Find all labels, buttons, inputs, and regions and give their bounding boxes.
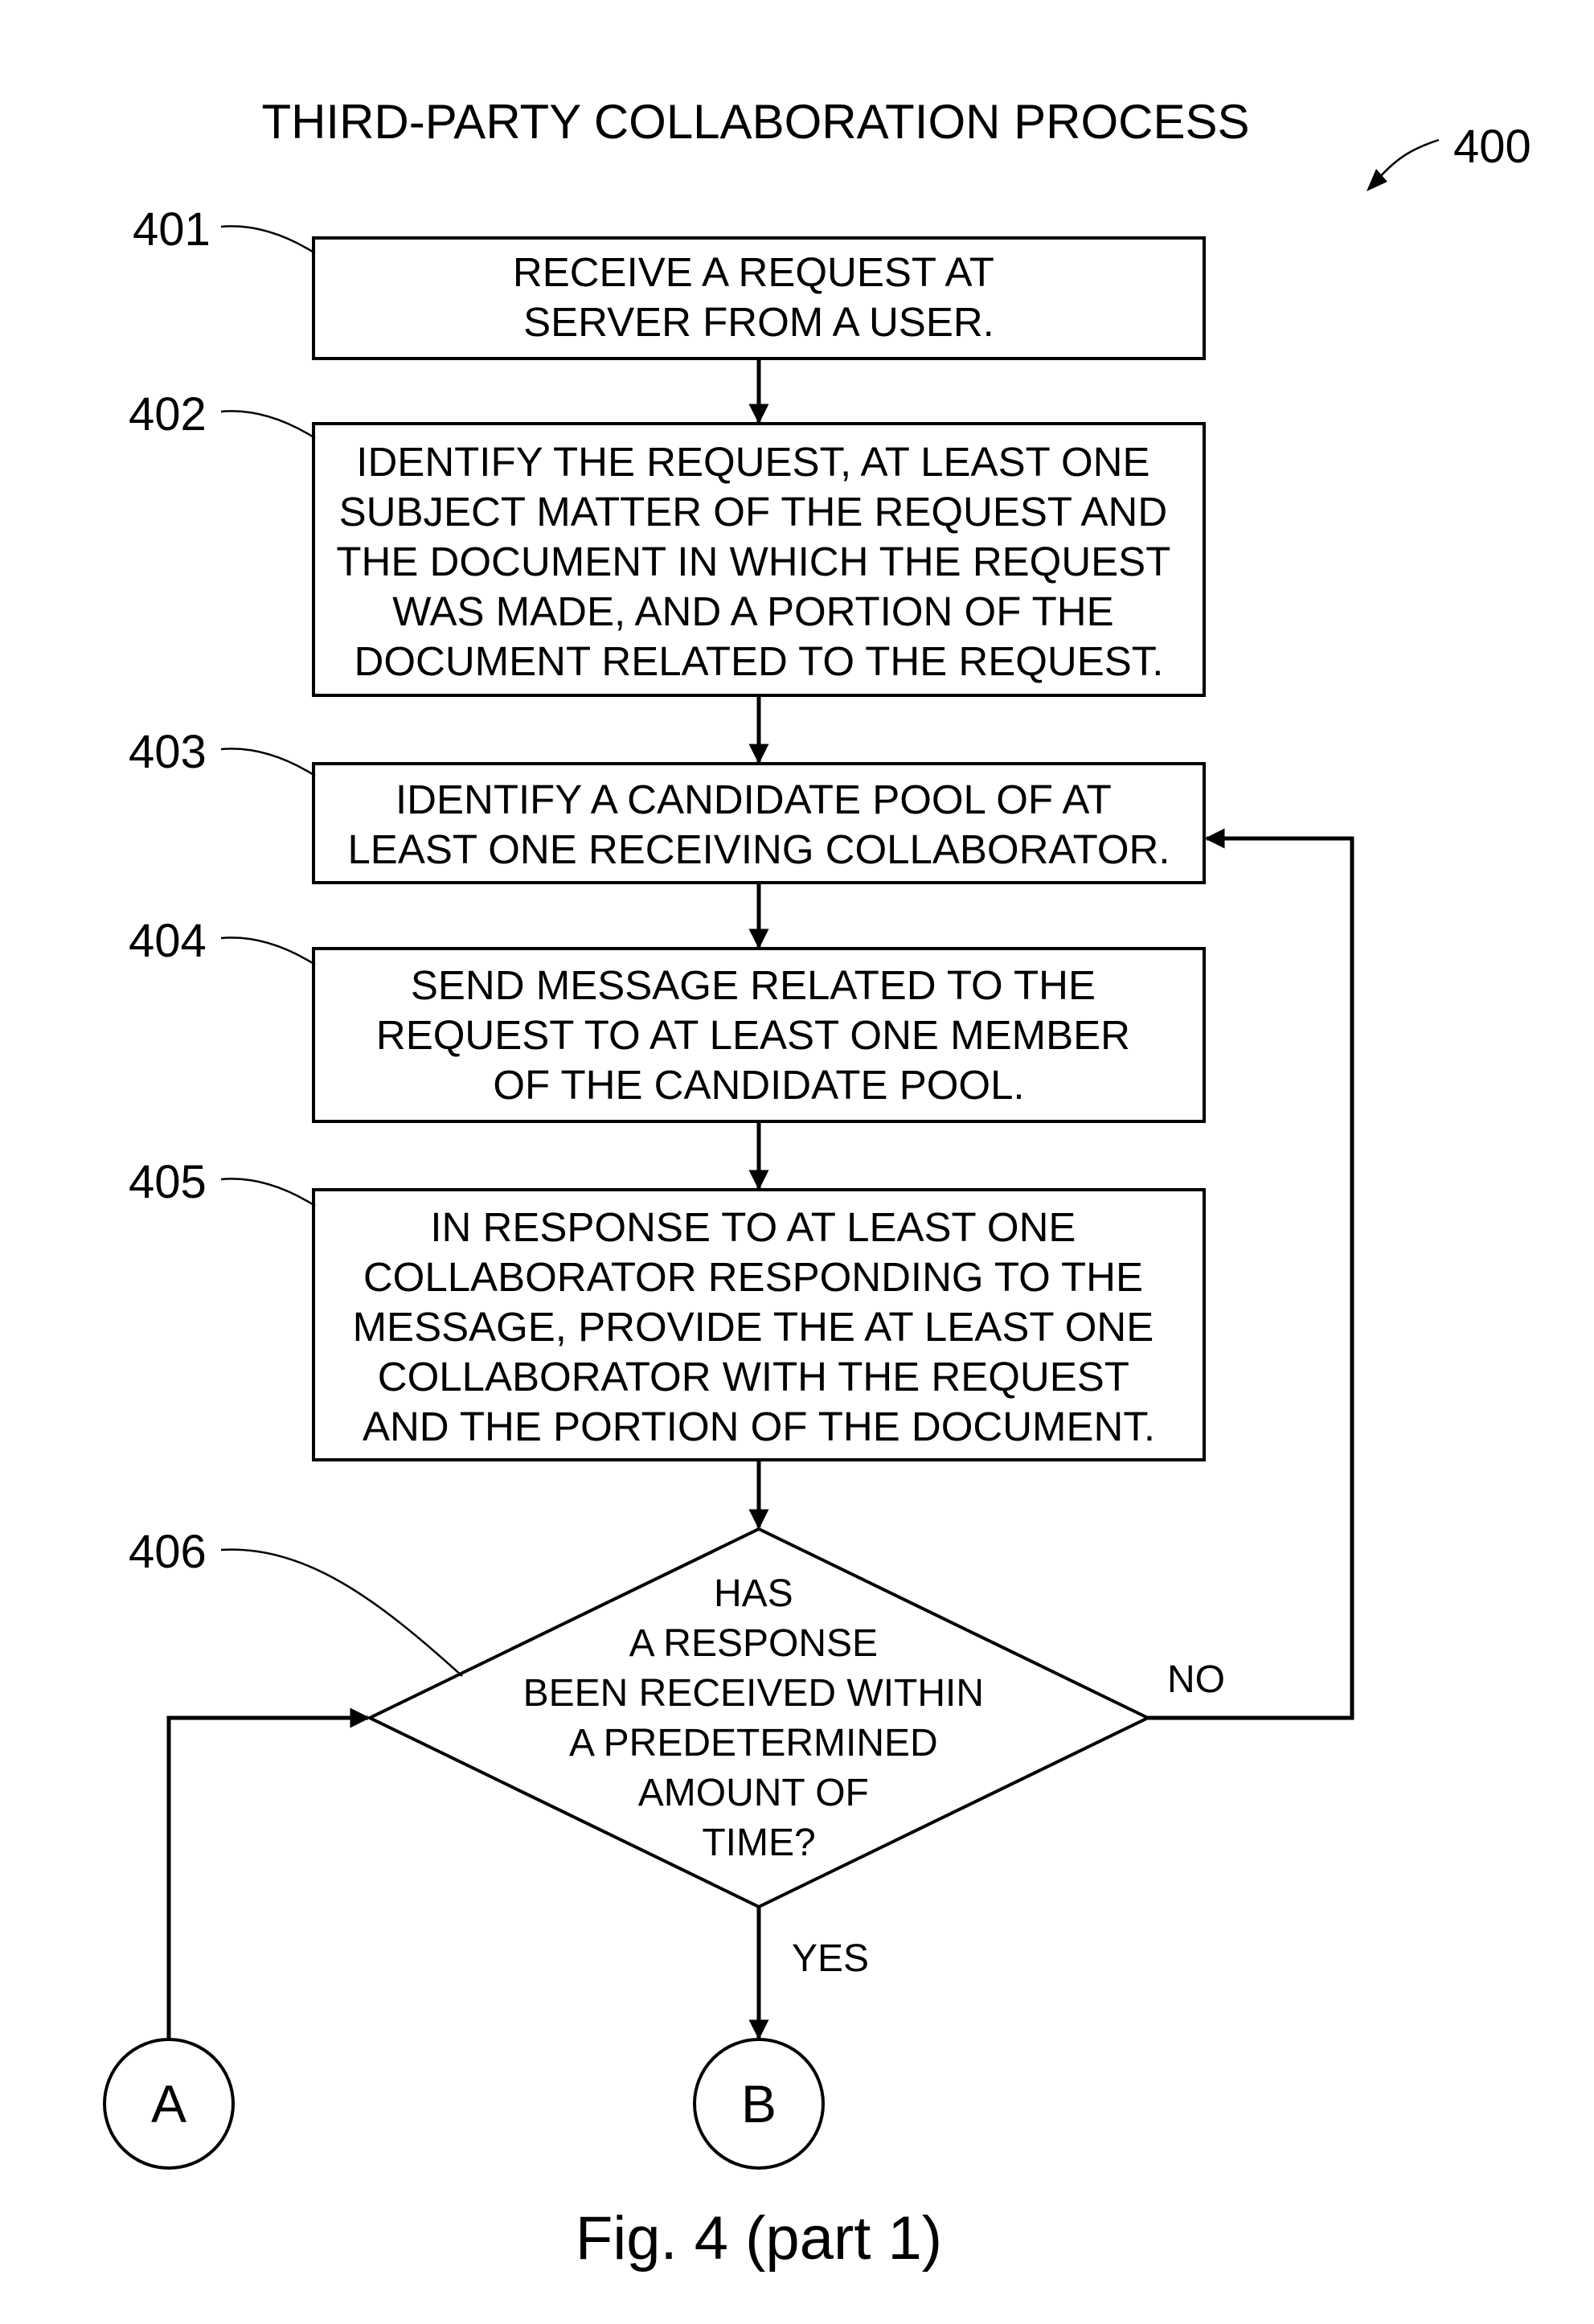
step-403-leader (221, 748, 315, 776)
decision-line-2: A RESPONSE (629, 1622, 878, 1665)
step-402-line-1: IDENTIFY THE REQUEST, AT LEAST ONE (356, 439, 1149, 485)
step-401-leader (221, 226, 315, 253)
decision-406-ref: 406 (129, 1526, 207, 1578)
decision-line-5: AMOUNT OF (638, 1772, 869, 1814)
step-401-line-1: RECEIVE A REQUEST AT (513, 249, 994, 295)
decision-line-3: BEEN RECEIVED WITHIN (523, 1672, 984, 1715)
step-401-ref: 401 (133, 203, 211, 256)
diagram-title: THIRD-PARTY COLLABORATION PROCESS (261, 95, 1249, 149)
step-403-line-2: LEAST ONE RECEIVING COLLABORATOR. (347, 826, 1170, 872)
step-404-line-3: OF THE CANDIDATE POOL. (493, 1062, 1024, 1108)
connector-a-arrow (169, 1718, 368, 2039)
step-405-line-2: COLLABORATOR RESPONDING TO THE (363, 1254, 1143, 1300)
step-405-line-3: MESSAGE, PROVIDE THE AT LEAST ONE (353, 1304, 1154, 1350)
figure-ref-arrow (1379, 140, 1439, 178)
connector-a-label: A (151, 2074, 186, 2133)
step-402-line-2: SUBJECT MATTER OF THE REQUEST AND (339, 489, 1168, 535)
step-403-text: IDENTIFY A CANDIDATE POOL OF AT LEAST ON… (347, 777, 1170, 872)
figure-caption: Fig. 4 (part 1) (576, 2204, 942, 2273)
decision-line-6: TIME? (702, 1822, 815, 1864)
connector-b-label: B (741, 2074, 777, 2133)
step-403-ref: 403 (129, 726, 207, 778)
decision-line-4: A PREDETERMINED (569, 1722, 938, 1765)
step-405-line-4: COLLABORATOR WITH THE REQUEST (378, 1354, 1129, 1400)
step-405-leader (221, 1178, 315, 1206)
step-405-line-1: IN RESPONSE TO AT LEAST ONE (430, 1204, 1076, 1250)
step-402-line-3: THE DOCUMENT IN WHICH THE REQUEST (336, 539, 1170, 584)
step-401-line-2: SERVER FROM A USER. (523, 299, 994, 345)
step-405-line-5: AND THE PORTION OF THE DOCUMENT. (363, 1404, 1155, 1449)
no-branch-label: NO (1167, 1658, 1225, 1701)
step-402-text: IDENTIFY THE REQUEST, AT LEAST ONE SUBJE… (336, 439, 1181, 684)
step-405-text: IN RESPONSE TO AT LEAST ONE COLLABORATOR… (353, 1204, 1166, 1449)
step-404-line-2: REQUEST TO AT LEAST ONE MEMBER (376, 1012, 1130, 1058)
yes-branch-label: YES (792, 1937, 869, 1980)
step-404-ref: 404 (129, 915, 207, 967)
step-405-ref: 405 (129, 1156, 207, 1208)
decision-406-leader (221, 1550, 462, 1676)
step-403-line-1: IDENTIFY A CANDIDATE POOL OF AT (395, 777, 1111, 822)
figure-ref-number: 400 (1453, 121, 1531, 173)
step-402-leader (221, 411, 315, 438)
decision-406-text: HAS A RESPONSE BEEN RECEIVED WITHIN A PR… (523, 1572, 995, 1864)
step-404-line-1: SEND MESSAGE RELATED TO THE (411, 962, 1096, 1008)
step-402-ref: 402 (129, 388, 207, 441)
step-404-leader (221, 937, 315, 965)
step-404-text: SEND MESSAGE RELATED TO THE REQUEST TO A… (376, 962, 1141, 1108)
step-402-line-4: WAS MADE, AND A PORTION OF THE (392, 588, 1113, 634)
no-branch-loop-arrow (1148, 838, 1352, 1718)
decision-line-1: HAS (714, 1572, 793, 1615)
step-402-line-5: DOCUMENT RELATED TO THE REQUEST. (354, 638, 1164, 684)
step-401-text: RECEIVE A REQUEST AT SERVER FROM A USER. (513, 249, 1005, 345)
